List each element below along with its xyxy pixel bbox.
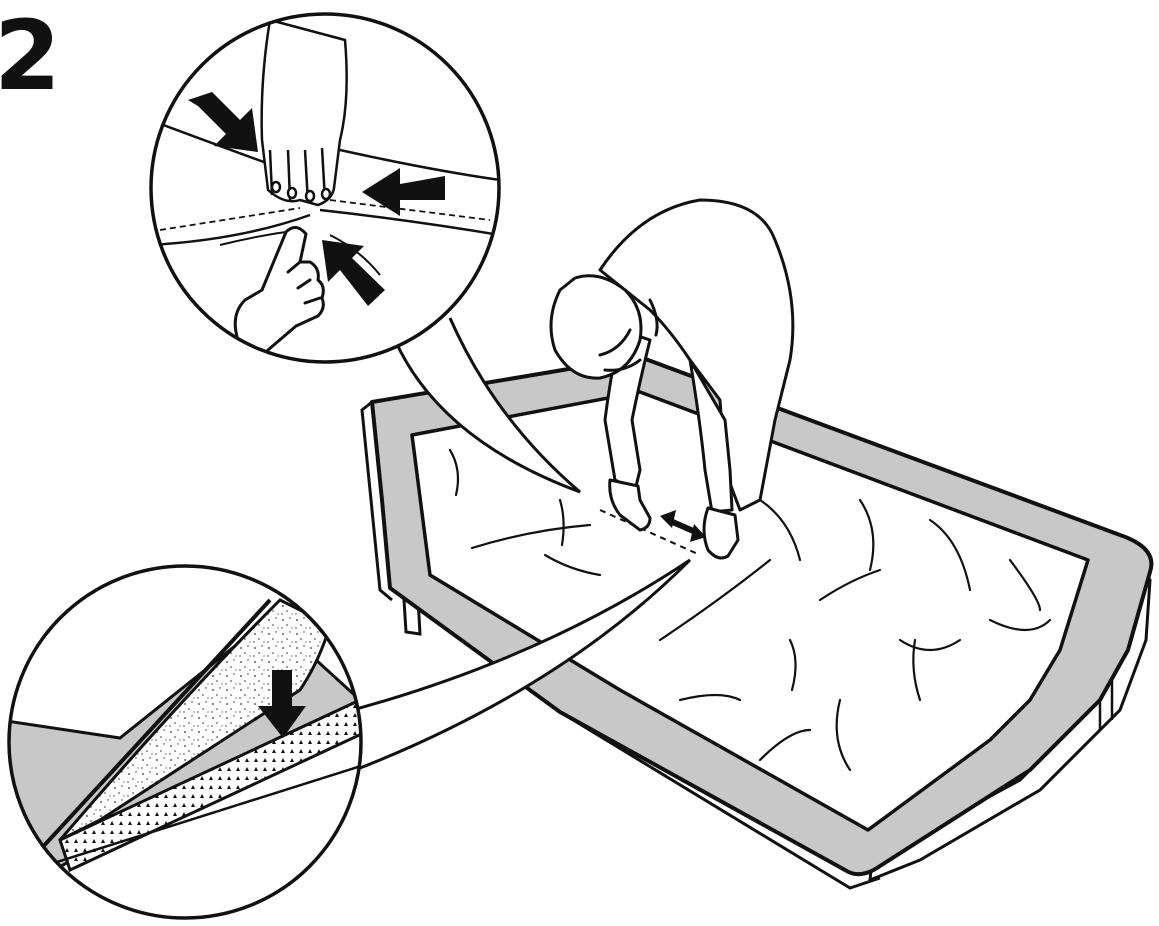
detail-circle-velcro	[7, 564, 363, 920]
person-head	[549, 274, 643, 380]
detail-circle-pinch	[149, 12, 501, 364]
fabric-wrinkles	[448, 448, 1052, 772]
seam-line	[599, 509, 701, 556]
pinch-hands-icon	[260, 18, 348, 207]
press-arrow-icon	[322, 240, 385, 306]
pointing-hand-icon	[233, 226, 325, 352]
velcro-press-arrow-icon	[258, 670, 306, 738]
step-number: 2	[0, 0, 61, 112]
velcro-flap	[58, 598, 332, 842]
fabric-cover	[410, 390, 1090, 832]
callout-tail-top	[393, 317, 581, 494]
person-figure	[549, 198, 795, 560]
stretch-arrow-icon	[660, 510, 706, 542]
press-arrow-icon	[188, 92, 258, 152]
press-arrow-icon	[362, 168, 445, 216]
callout-tail-bottom	[344, 558, 692, 772]
